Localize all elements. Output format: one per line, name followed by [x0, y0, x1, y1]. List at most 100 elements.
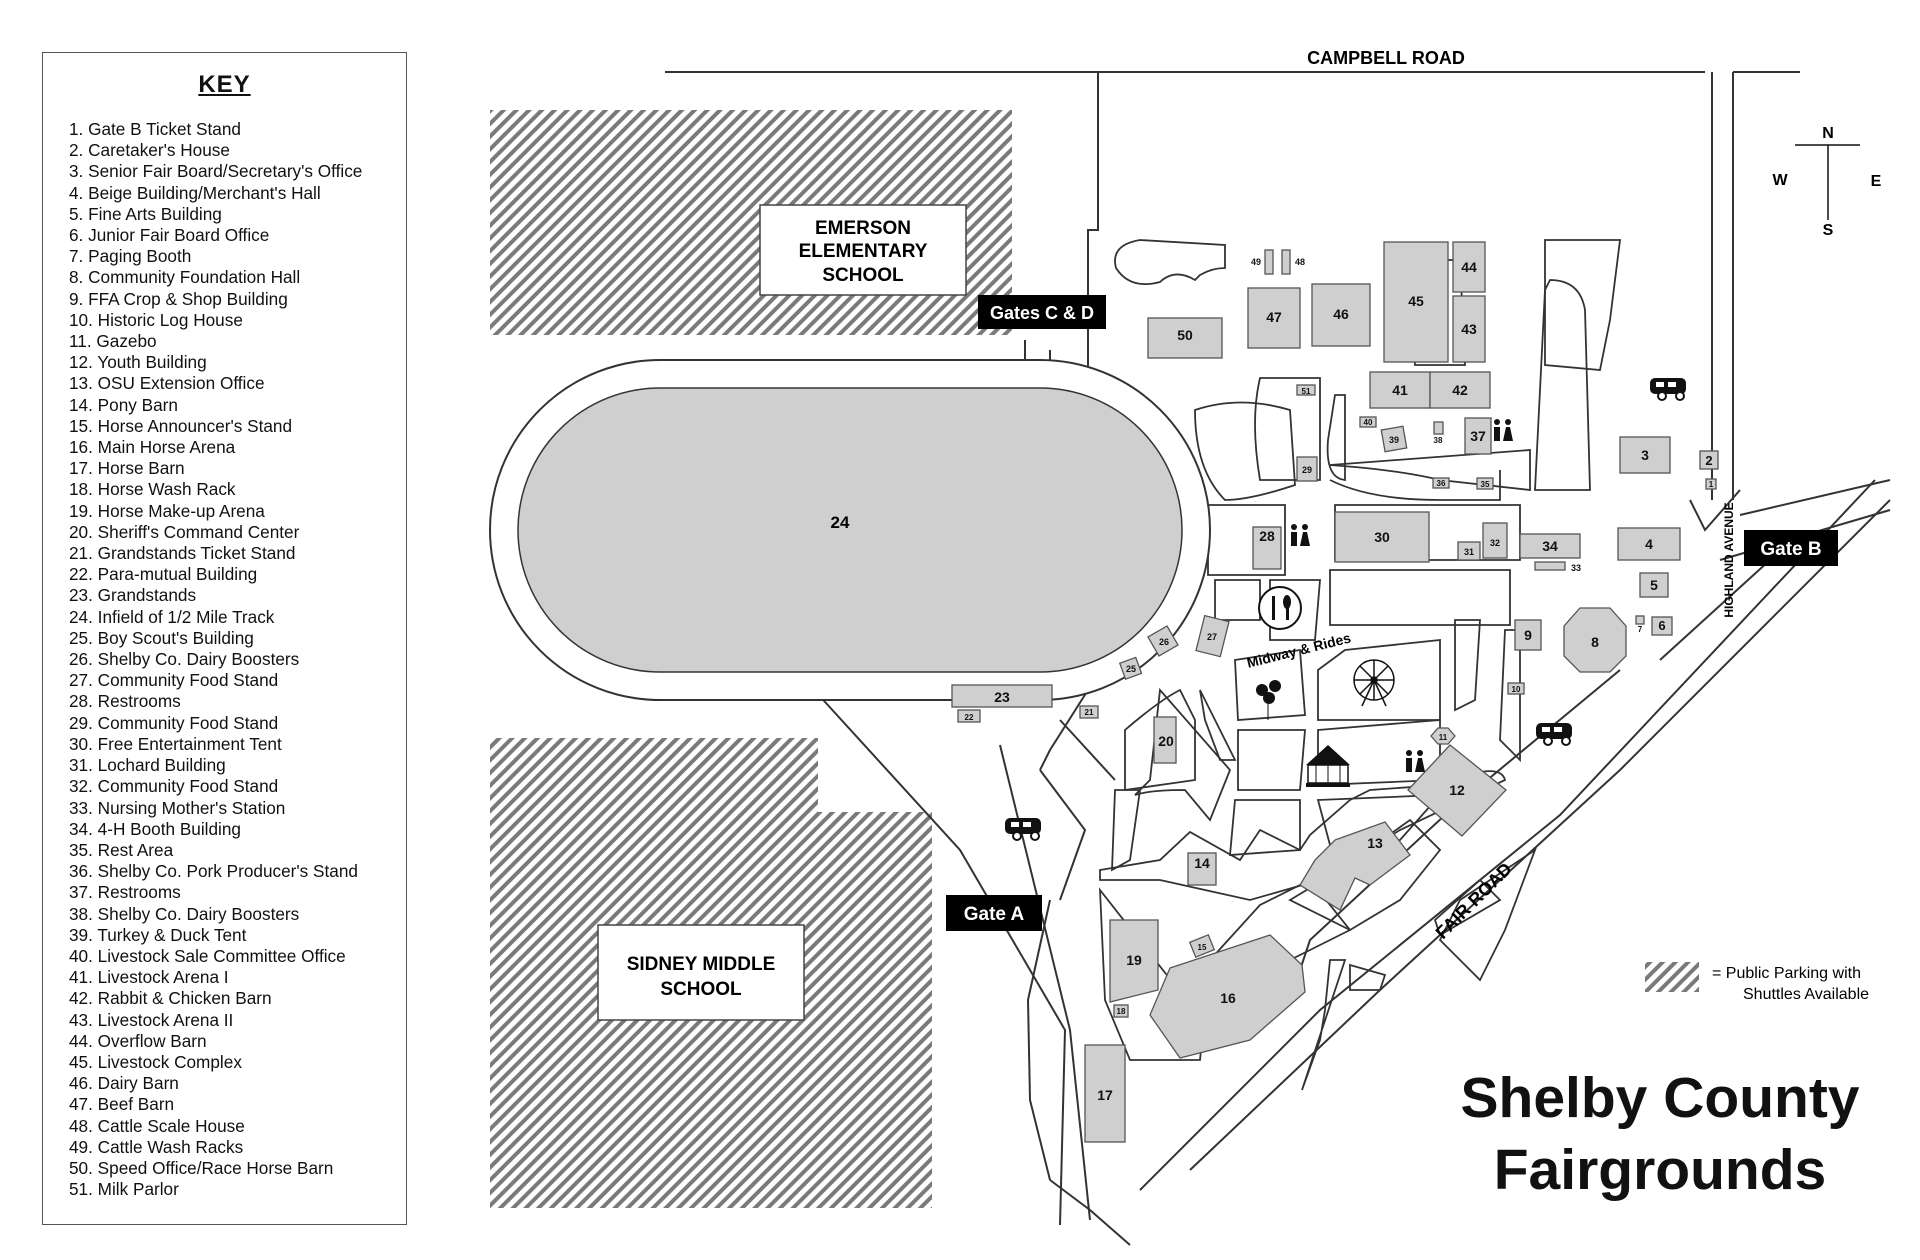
svg-text:15: 15: [1198, 943, 1207, 952]
key-item: 2. Caretaker's House: [69, 140, 230, 161]
road-label-fair: FAIR ROAD: [1432, 859, 1516, 943]
svg-text:33: 33: [1571, 563, 1581, 573]
key-item: 44. Overflow Barn: [69, 1030, 207, 1051]
key-item: 40. Livestock Sale Committee Office: [69, 945, 346, 966]
svg-text:6: 6: [1658, 618, 1665, 633]
svg-text:40: 40: [1364, 418, 1373, 427]
key-item: 47. Beef Barn: [69, 1094, 175, 1115]
svg-text:11: 11: [1439, 733, 1448, 742]
svg-text:26: 26: [1159, 637, 1169, 647]
svg-text:30: 30: [1374, 529, 1390, 545]
svg-text:48: 48: [1295, 257, 1305, 267]
building-22: [957, 709, 981, 723]
key-item: 13. OSU Extension Office: [69, 373, 265, 394]
building-3: [1619, 436, 1671, 474]
svg-text:44: 44: [1461, 259, 1477, 275]
key-item: 22. Para-mutual Building: [69, 564, 258, 585]
building-31: [1457, 541, 1481, 561]
key-item: 5. Fine Arts Building: [69, 203, 222, 224]
svg-text:49: 49: [1251, 257, 1261, 267]
restroom-icon: [1406, 750, 1425, 772]
building-46: [1311, 283, 1371, 347]
svg-text:5: 5: [1650, 577, 1658, 593]
building-41: [1369, 371, 1431, 409]
svg-text:50: 50: [1177, 327, 1193, 343]
key-item: 31. Lochard Building: [69, 755, 226, 776]
building-5: [1639, 572, 1669, 598]
key-item: 50. Speed Office/Race Horse Barn: [69, 1157, 334, 1178]
building-51: [1296, 384, 1316, 396]
key-item: 29. Community Food Stand: [69, 712, 279, 733]
building-29: [1296, 456, 1318, 482]
key-item: 26. Shelby Co. Dairy Boosters: [69, 649, 300, 670]
svg-text:22: 22: [965, 713, 974, 722]
building-9: [1514, 619, 1542, 651]
key-item: 25. Boy Scout's Building: [69, 627, 254, 648]
building-33: [1534, 561, 1566, 571]
key-item: 43. Livestock Arena II: [69, 1009, 234, 1030]
svg-text:34: 34: [1542, 538, 1558, 554]
building-45: [1383, 241, 1449, 363]
building-8: [1563, 607, 1627, 673]
svg-text:38: 38: [1434, 436, 1443, 445]
svg-text:N: N: [1822, 125, 1834, 142]
building-15: [1188, 933, 1216, 959]
svg-text:29: 29: [1302, 465, 1312, 475]
building-4: [1617, 527, 1681, 561]
building-42: [1429, 371, 1491, 409]
building-7: [1635, 615, 1645, 625]
svg-text:E: E: [1871, 173, 1882, 190]
key-item: 12. Youth Building: [69, 352, 207, 373]
svg-text:16: 16: [1220, 990, 1236, 1006]
key-item: 23. Grandstands: [69, 585, 197, 606]
key-item: 46. Dairy Barn: [69, 1073, 179, 1094]
svg-text:32: 32: [1490, 538, 1500, 548]
building-17: [1084, 1044, 1126, 1143]
key-item: 9. FFA Crop & Shop Building: [69, 288, 288, 309]
building-28: [1252, 526, 1282, 570]
svg-text:37: 37: [1470, 428, 1486, 444]
svg-text:17: 17: [1097, 1087, 1113, 1103]
carousel-icon: [1306, 745, 1350, 787]
building-34: [1519, 533, 1581, 559]
building-43: [1452, 295, 1486, 363]
svg-text:35: 35: [1481, 480, 1490, 489]
building-36: [1432, 477, 1450, 489]
svg-text:46: 46: [1333, 306, 1349, 322]
building-47: [1247, 287, 1301, 349]
gate-c-d-label: Gates C & D: [978, 295, 1106, 329]
svg-text:23: 23: [994, 689, 1010, 705]
svg-text:27: 27: [1207, 632, 1217, 642]
key-item: 35. Rest Area: [69, 839, 174, 860]
building-25: [1118, 656, 1143, 681]
key-item: 45. Livestock Complex: [69, 1051, 242, 1072]
svg-text:18: 18: [1117, 1007, 1126, 1016]
shuttle-bus-icon: [1536, 723, 1572, 746]
building-30: [1334, 511, 1430, 563]
road-label-highland: HIGHLAND AVENUE: [1722, 502, 1736, 617]
building-26: [1147, 625, 1179, 657]
key-item: 20. Sheriff's Command Center: [69, 521, 300, 542]
map-key: KEY 1. Gate B Ticket Stand 2. Caretaker'…: [42, 52, 407, 1225]
svg-text:= Public Parking with: = Public Parking with: [1712, 965, 1861, 982]
key-item: 10. Historic Log House: [69, 309, 243, 330]
svg-text:3: 3: [1641, 447, 1649, 463]
building-23: [951, 684, 1053, 708]
key-item: 27. Community Food Stand: [69, 670, 279, 691]
key-item: 32. Community Food Stand: [69, 776, 279, 797]
svg-text:7: 7: [1638, 625, 1643, 634]
key-item: 51. Milk Parlor: [69, 1179, 179, 1200]
key-item: 49. Cattle Wash Racks: [69, 1136, 244, 1157]
key-item: 48. Cattle Scale House: [69, 1115, 245, 1136]
svg-text:Gates C & D: Gates C & D: [990, 303, 1094, 323]
midway-label: Midway & Rides: [1245, 629, 1352, 670]
building-39: [1380, 425, 1408, 453]
svg-text:20: 20: [1158, 733, 1174, 749]
svg-text:Gate A: Gate A: [964, 904, 1025, 925]
building-35: [1476, 477, 1494, 490]
key-item: 15. Horse Announcer's Stand: [69, 415, 293, 436]
svg-text:28: 28: [1259, 528, 1275, 544]
